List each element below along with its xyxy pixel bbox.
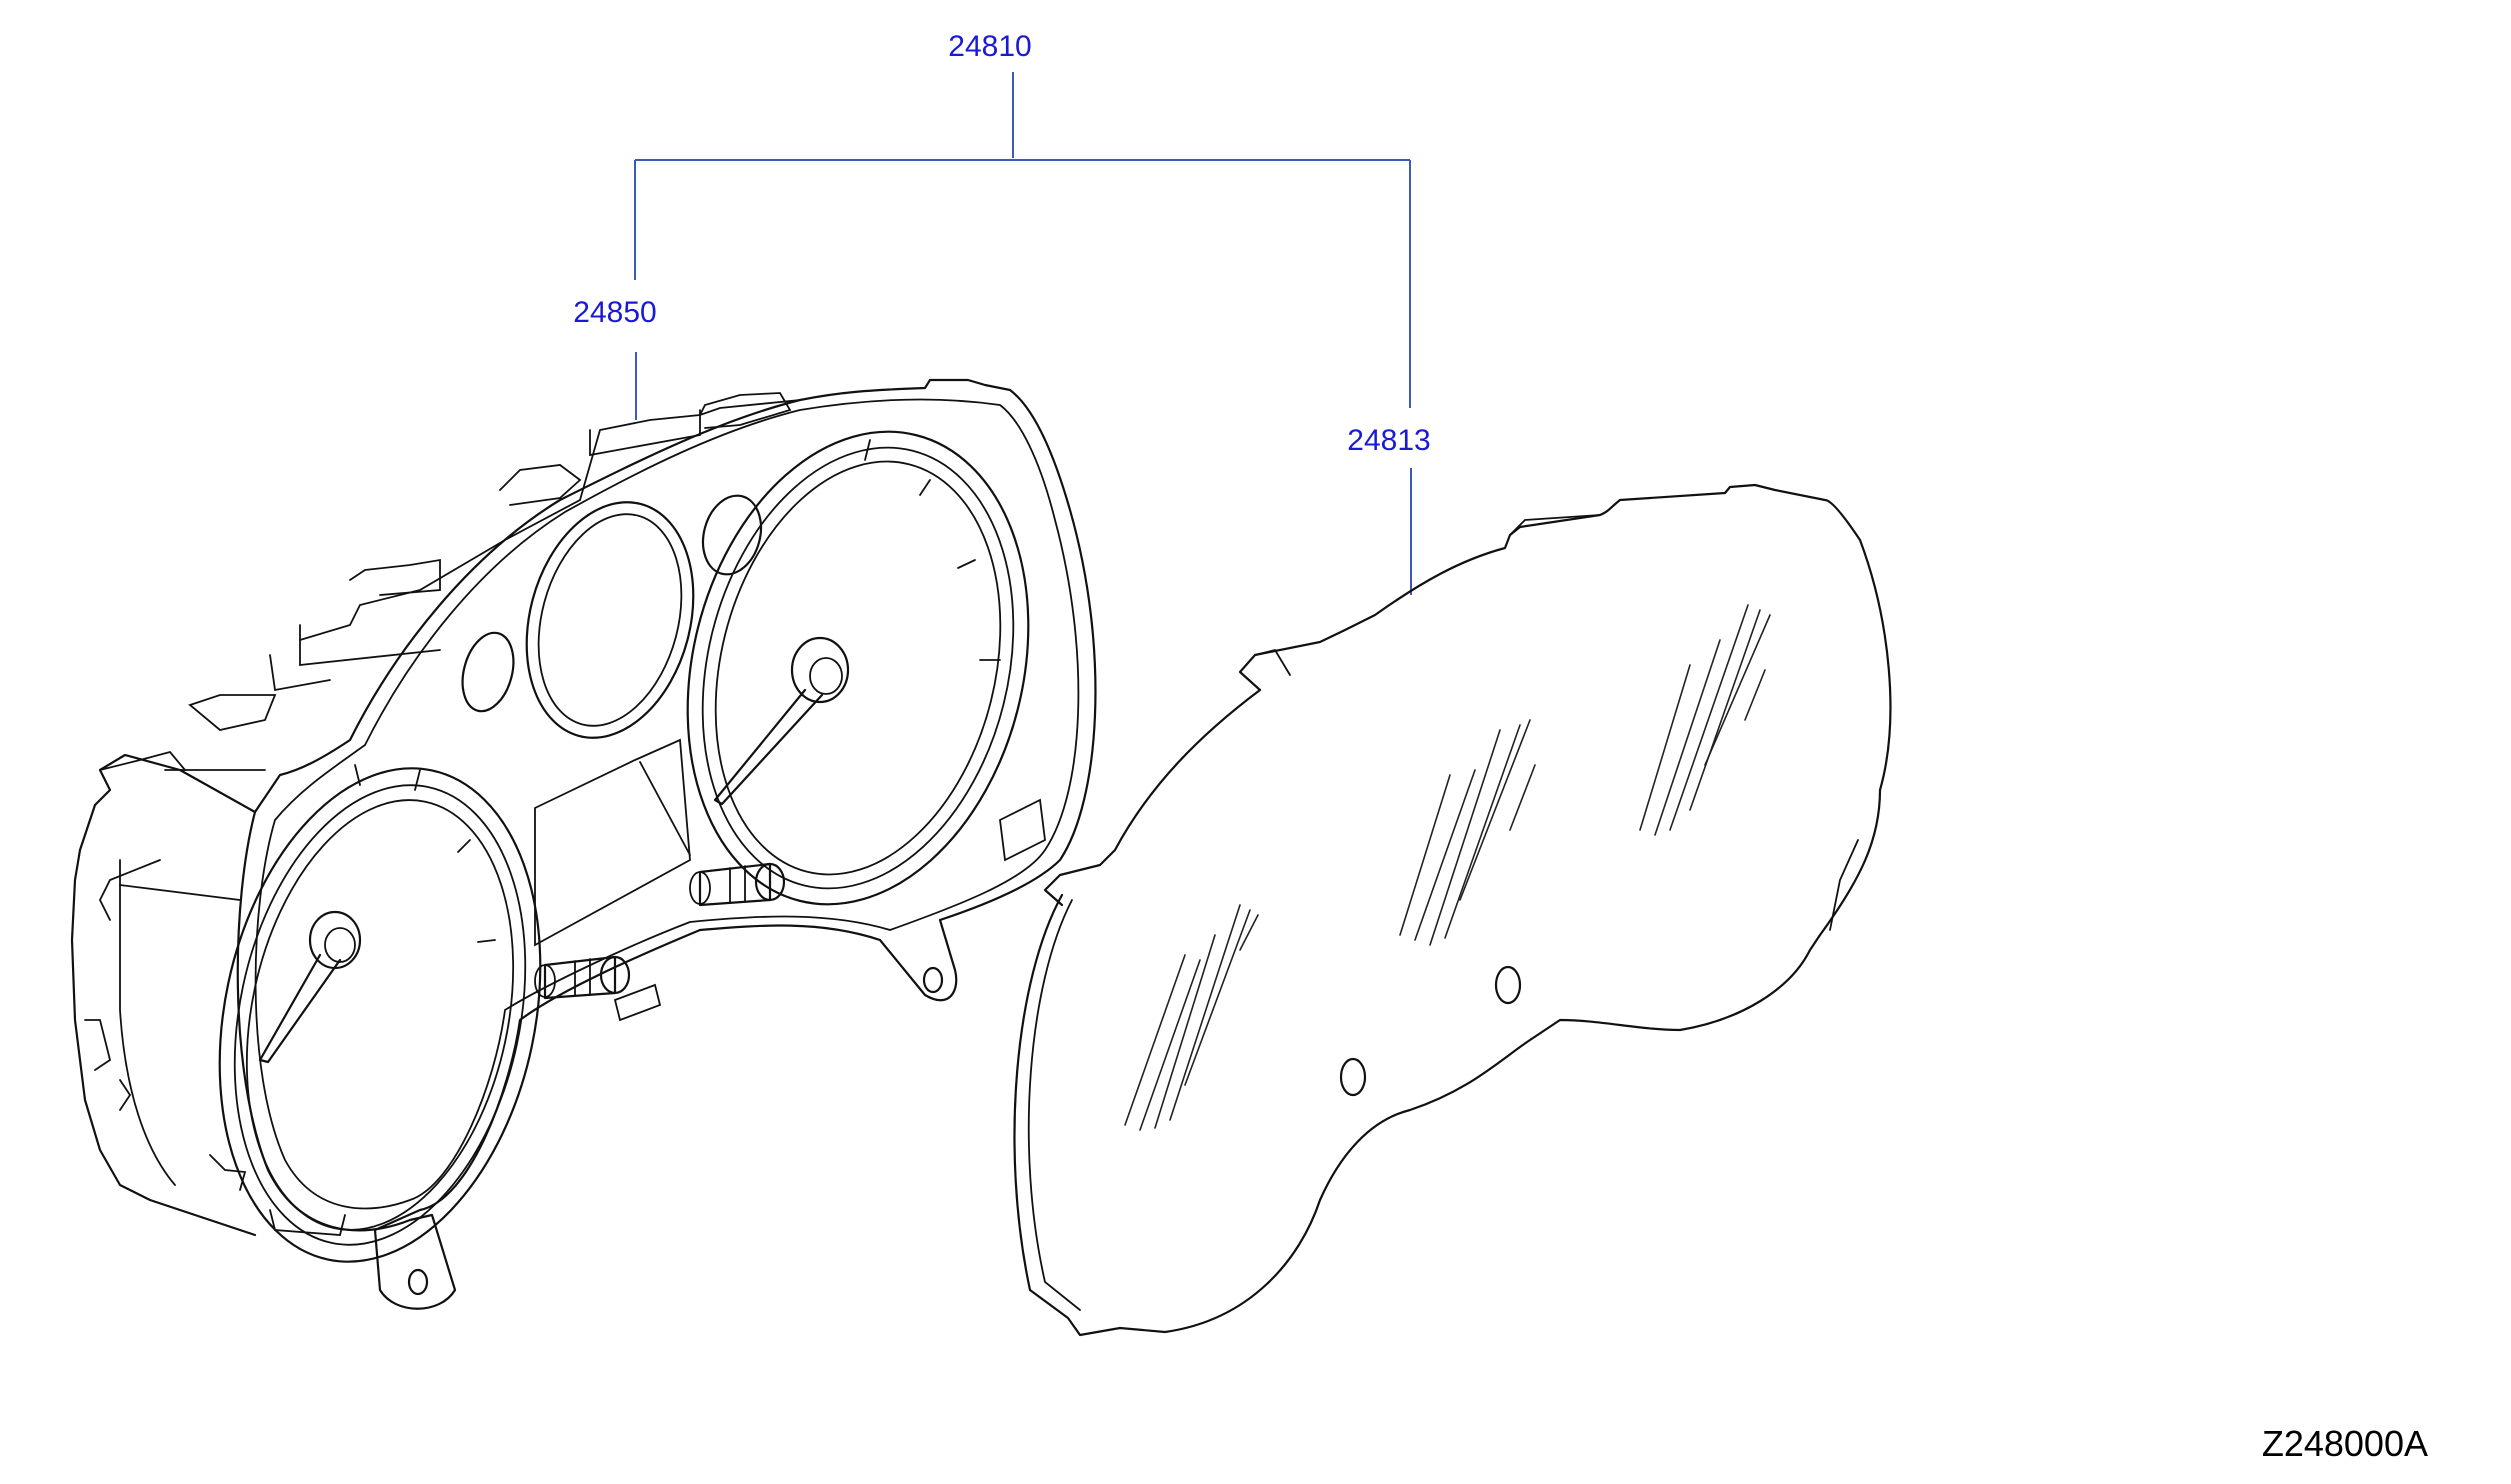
lens-hole-left	[1339, 1057, 1367, 1097]
trip-knob-lower	[534, 955, 631, 1000]
small-window-left	[461, 631, 515, 713]
callout-meter-housing[interactable]: 24850	[573, 296, 656, 329]
right-gauge-hub	[790, 636, 850, 704]
callout-assembly[interactable]: 24810	[948, 30, 1031, 63]
cover-lens-drawing	[1013, 483, 1892, 1337]
mount-hole-lower	[407, 1268, 429, 1296]
glare-lines-right	[1639, 604, 1771, 836]
mount-hole-right	[922, 966, 944, 994]
leader-lines	[634, 72, 1412, 595]
left-gauge-ticks	[354, 764, 496, 943]
right-gauge-needle	[713, 688, 824, 806]
right-gauge-ticks	[864, 439, 1001, 661]
figure-id: Z248000A	[2262, 1423, 2428, 1464]
lens-hole-right	[1494, 965, 1522, 1005]
right-gauge-ring	[686, 430, 1030, 906]
small-window-top	[701, 494, 763, 576]
glare-lines-left	[1124, 904, 1259, 1131]
glare-lines-middle	[1399, 719, 1536, 946]
callout-cover-lens[interactable]: 24813	[1347, 424, 1430, 457]
left-gauge-ring	[218, 767, 542, 1263]
center-display-window	[525, 501, 695, 739]
left-gauge-needle	[258, 953, 342, 1064]
trip-knob-upper	[689, 862, 786, 907]
meter-housing-drawing	[70, 378, 1097, 1310]
